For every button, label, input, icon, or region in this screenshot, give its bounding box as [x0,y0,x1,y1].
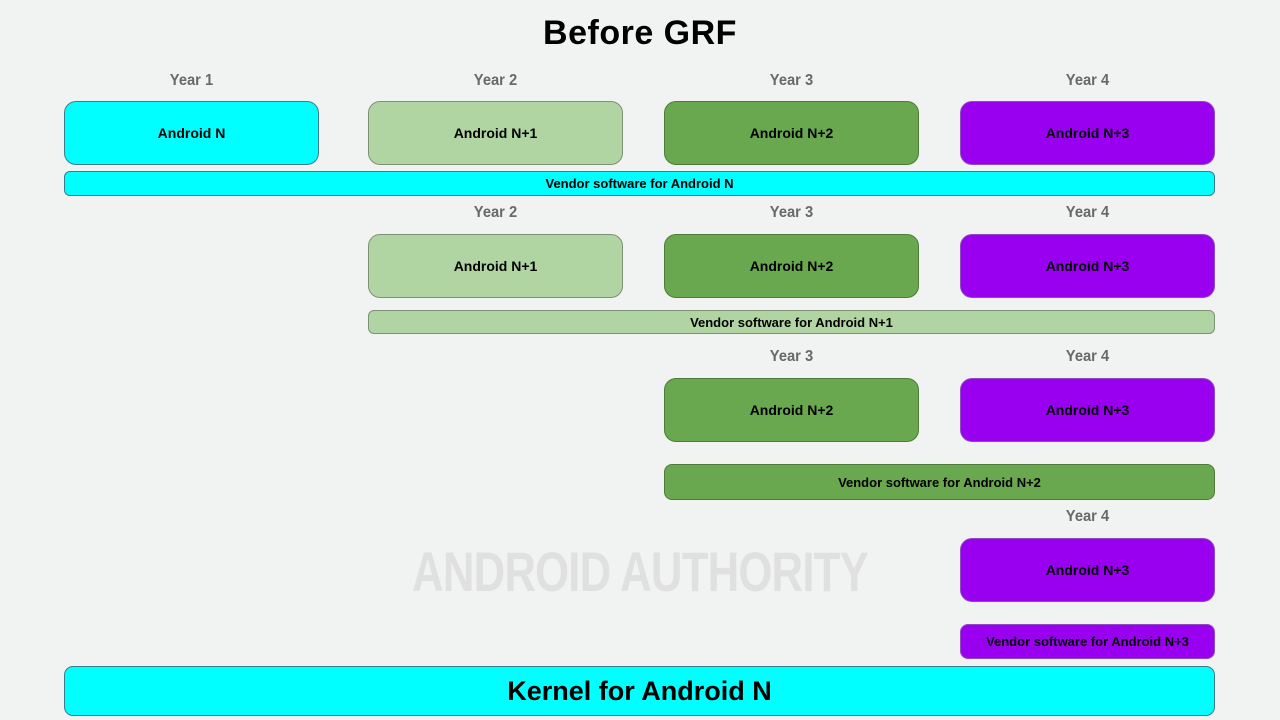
diagram-title: Before GRF [543,14,737,52]
android-version-box: Android N+3 [960,101,1215,165]
vendor-software-bar: Vendor software for Android N+3 [960,624,1215,659]
android-version-box: Android N+2 [664,234,919,298]
android-version-box: Android N+1 [368,234,623,298]
year-label: Year 4 [1065,348,1110,365]
year-label: Year 3 [769,72,814,89]
android-version-box: Android N+2 [664,378,919,442]
android-version-box: Android N+3 [960,538,1215,602]
vendor-software-bar: Vendor software for Android N+2 [664,464,1215,500]
android-version-box: Android N+3 [960,378,1215,442]
android-version-box: Android N+3 [960,234,1215,298]
kernel-bar: Kernel for Android N [64,666,1215,716]
year-label: Year 1 [169,72,214,89]
android-version-box: Android N+2 [664,101,919,165]
year-label: Year 3 [769,348,814,365]
vendor-software-bar: Vendor software for Android N [64,171,1215,196]
year-label: Year 3 [769,204,814,221]
android-version-box: Android N+1 [368,101,623,165]
year-label: Year 4 [1065,508,1110,525]
year-label: Year 4 [1065,72,1110,89]
vendor-software-bar: Vendor software for Android N+1 [368,310,1215,334]
watermark: ANDROID AUTHORITY [412,540,869,603]
year-label: Year 2 [473,72,518,89]
year-label: Year 2 [473,204,518,221]
android-version-box: Android N [64,101,319,165]
year-label: Year 4 [1065,204,1110,221]
